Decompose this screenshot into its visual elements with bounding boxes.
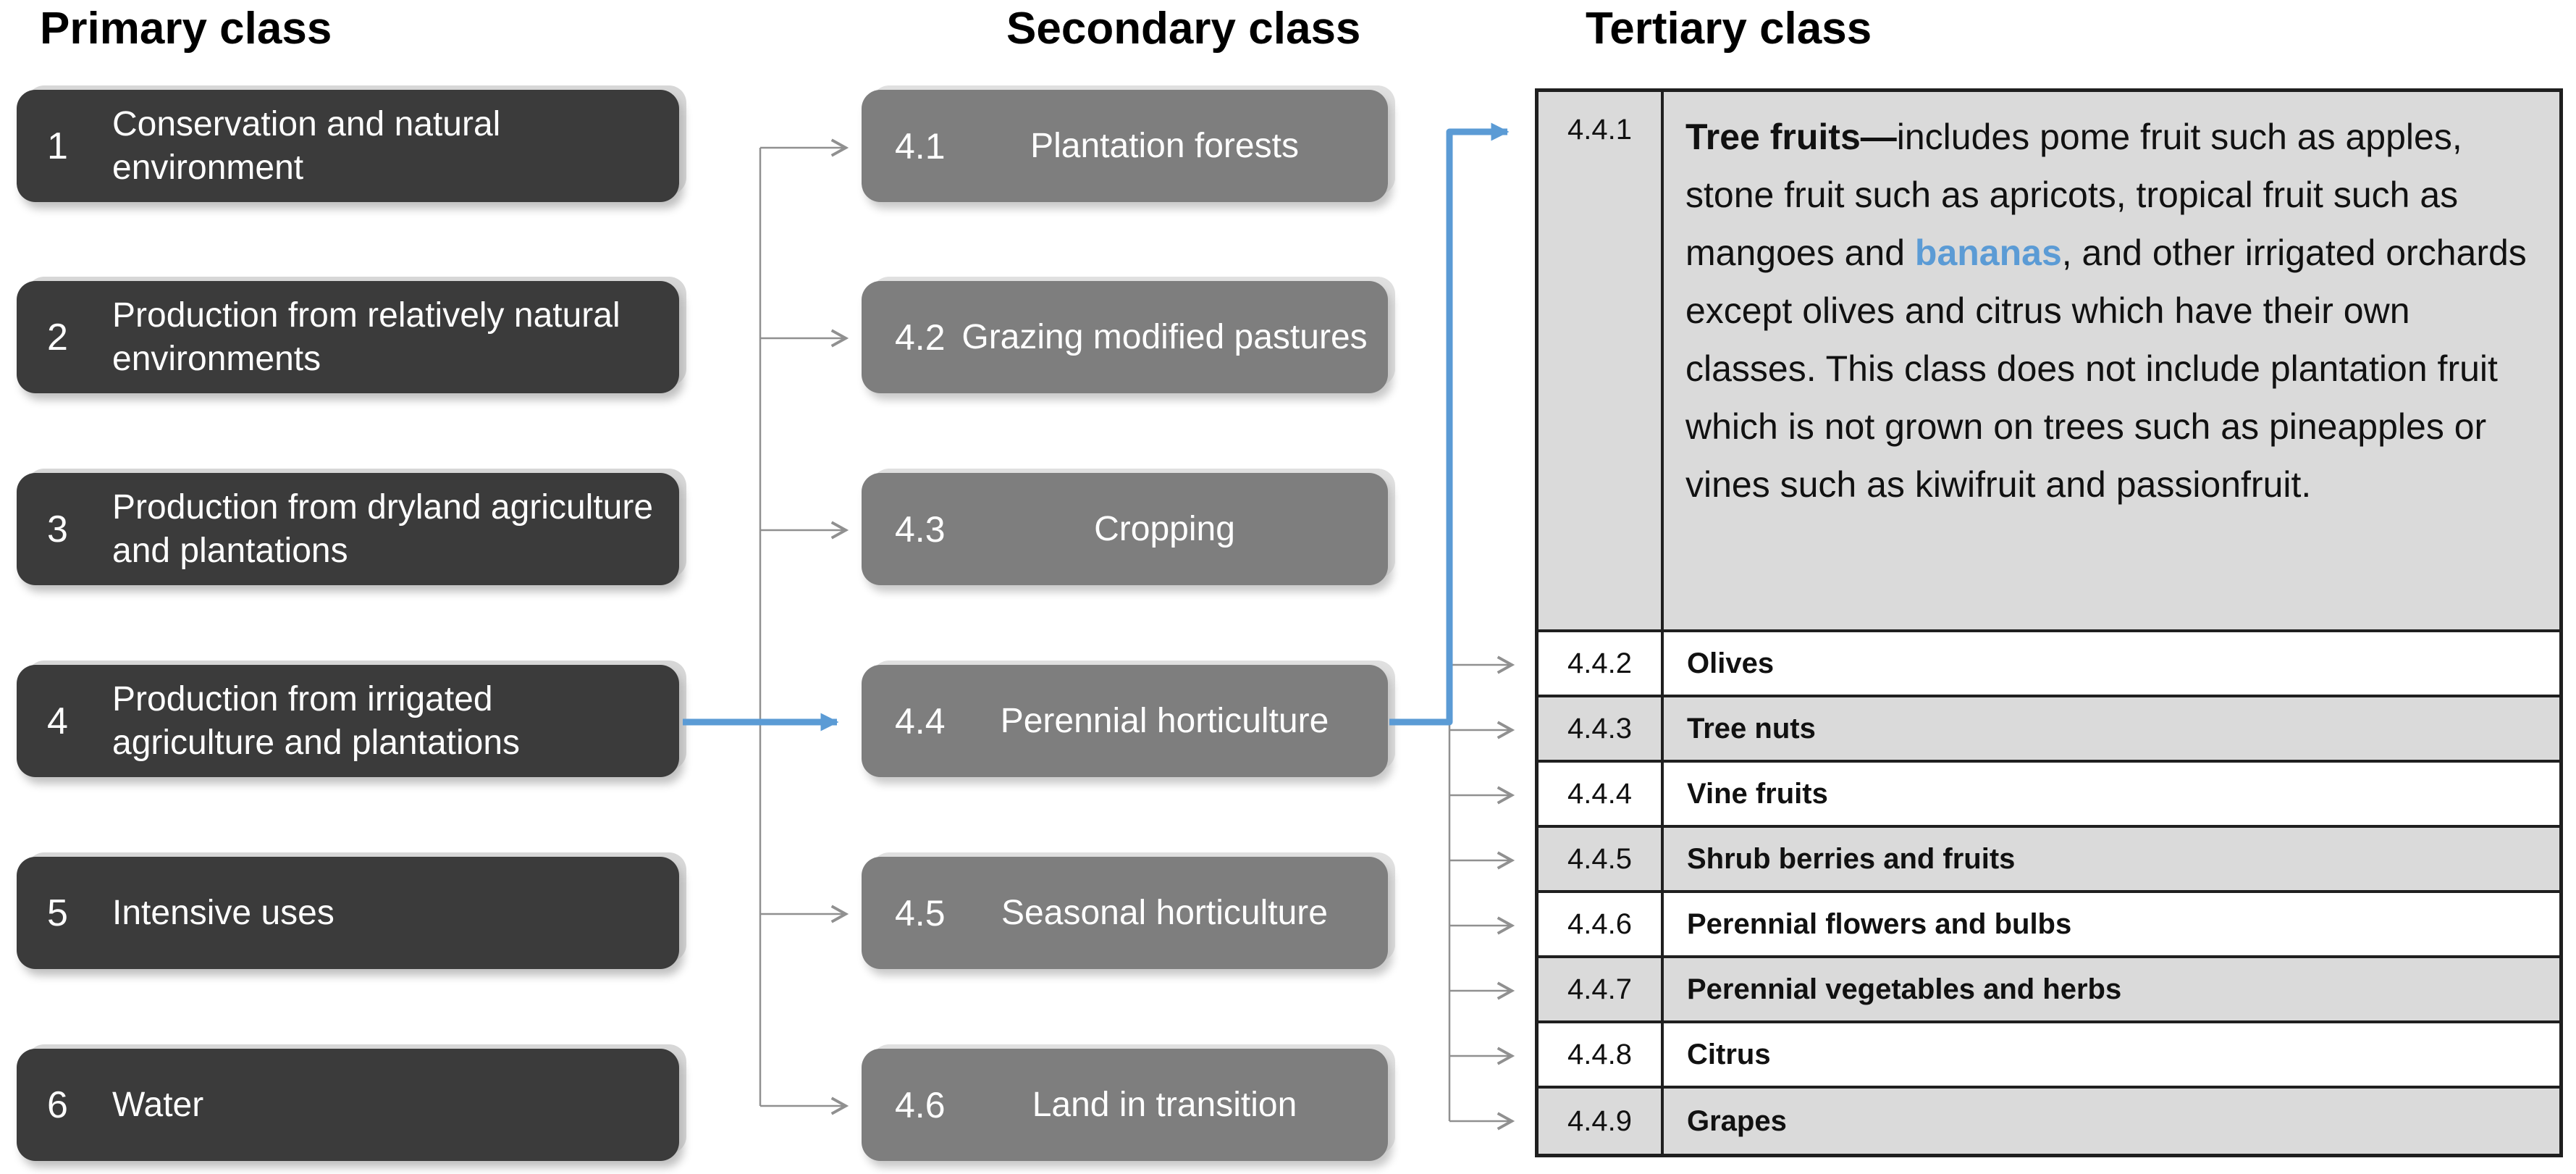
- secondary-box-label: Plantation forests: [1030, 126, 1299, 165]
- row-label: Tree nuts: [1687, 712, 1816, 745]
- primary-box-label: Production from irrigated agriculture an…: [112, 679, 521, 762]
- table-row-4-4-7: 4.4.7 Perennial vegetables and herbs: [1539, 958, 2559, 1023]
- primary-box-label: Water: [112, 1085, 204, 1124]
- primary-box-number: 5: [47, 892, 68, 934]
- row-number-cell: 4.4.5: [1539, 828, 1664, 890]
- secondary-box-number: 4.5: [895, 892, 946, 934]
- table-row-4-4-2: 4.4.2 Olives: [1539, 632, 2559, 697]
- row-number-cell: 4.4.2: [1539, 632, 1664, 695]
- secondary-box-4-6: 4.6 Land in transition: [862, 1049, 1388, 1161]
- secondary-box-label: Land in transition: [1032, 1085, 1297, 1124]
- table-row-4-4-3: 4.4.3 Tree nuts: [1539, 697, 2559, 763]
- bananas-link[interactable]: bananas: [1914, 232, 2062, 273]
- primary-box-5: 5 Intensive uses: [17, 857, 679, 969]
- primary-box-3: 3 Production from dryland agriculture an…: [17, 473, 679, 585]
- secondary-box-number: 4.2: [895, 316, 946, 358]
- row-number-cell: 4.4.8: [1539, 1023, 1664, 1086]
- row-label: Perennial flowers and bulbs: [1687, 907, 2072, 940]
- primary-box-label: Intensive uses: [112, 893, 334, 932]
- primary-box-number: 3: [47, 508, 68, 550]
- secondary-box-label: Perennial horticulture: [1000, 701, 1329, 740]
- tertiary-class-table: 4.4.1 Tree fruits—includes pome fruit su…: [1535, 88, 2563, 1157]
- row-title-bold: Tree fruits—: [1685, 117, 1897, 157]
- secondary-box-number: 4.4: [895, 700, 946, 742]
- secondary-box-label: Seasonal horticulture: [1001, 893, 1328, 932]
- secondary-box-4-3: 4.3 Cropping: [862, 473, 1388, 585]
- secondary-box-label: Cropping: [1094, 509, 1235, 548]
- row-number-cell: 4.4.6: [1539, 893, 1664, 955]
- row-label: Vine fruits: [1687, 777, 1828, 810]
- primary-box-label: Production from relatively natural envir…: [112, 295, 620, 378]
- row-number-cell: 4.4.4: [1539, 763, 1664, 825]
- row-text: includes pome fruit such as apples, ston…: [1685, 117, 2462, 273]
- row-text: , and other irrigated orchards except ol…: [1685, 232, 2527, 505]
- row-number-cell: 4.4.1: [1539, 92, 1664, 629]
- secondary-box-number: 4.3: [895, 508, 946, 550]
- secondary-box-number: 4.6: [895, 1084, 946, 1125]
- arrow-secondary4-4-to-tertiary-4-4-1: [1389, 122, 1510, 726]
- row-description: Tree fruits—includes pome fruit such as …: [1664, 92, 2559, 629]
- row-label: Citrus: [1687, 1038, 1771, 1070]
- primary-box-1: 1 Conservation and natural environment: [17, 90, 679, 202]
- tertiary-class-heading: Tertiary class: [1586, 4, 1872, 54]
- table-row-4-4-8: 4.4.8 Citrus: [1539, 1023, 2559, 1089]
- primary-box-6: 6 Water: [17, 1049, 679, 1161]
- table-row-4-4-1: 4.4.1 Tree fruits—includes pome fruit su…: [1539, 92, 2559, 632]
- row-label: Olives: [1687, 647, 1775, 679]
- row-number-cell: 4.4.9: [1539, 1089, 1664, 1154]
- row-number-cell: 4.4.7: [1539, 958, 1664, 1020]
- primary-box-2: 2 Production from relatively natural env…: [17, 281, 679, 393]
- table-row-4-4-6: 4.4.6 Perennial flowers and bulbs: [1539, 893, 2559, 958]
- secondary-box-4-4: 4.4 Perennial horticulture: [862, 665, 1388, 777]
- primary-box-4: 4 Production from irrigated agriculture …: [17, 665, 679, 777]
- row-label: Grapes: [1687, 1104, 1787, 1137]
- table-row-4-4-9: 4.4.9 Grapes: [1539, 1089, 2559, 1154]
- table-row-4-4-5: 4.4.5 Shrub berries and fruits: [1539, 828, 2559, 893]
- secondary-box-4-5: 4.5 Seasonal horticulture: [862, 857, 1388, 969]
- secondary-box-4-1: 4.1 Plantation forests: [862, 90, 1388, 202]
- secondary-class-heading: Secondary class: [1006, 4, 1361, 54]
- table-row-4-4-4: 4.4.4 Vine fruits: [1539, 763, 2559, 828]
- primary-box-number: 6: [47, 1083, 68, 1126]
- primary-box-number: 1: [47, 125, 68, 167]
- row-label: Perennial vegetables and herbs: [1687, 973, 2122, 1005]
- secondary-box-label: Grazing modified pastures: [961, 317, 1368, 356]
- row-number-cell: 4.4.3: [1539, 697, 1664, 760]
- primary-box-number: 4: [47, 700, 68, 742]
- secondary-box-number: 4.1: [895, 125, 946, 167]
- primary-box-number: 2: [47, 316, 68, 359]
- primary-box-label: Production from dryland agriculture and …: [112, 487, 654, 570]
- secondary-box-4-2: 4.2 Grazing modified pastures: [862, 281, 1388, 393]
- primary-class-heading: Primary class: [40, 4, 332, 54]
- row-label: Shrub berries and fruits: [1687, 842, 2016, 875]
- primary-box-label: Conservation and natural environment: [112, 104, 501, 187]
